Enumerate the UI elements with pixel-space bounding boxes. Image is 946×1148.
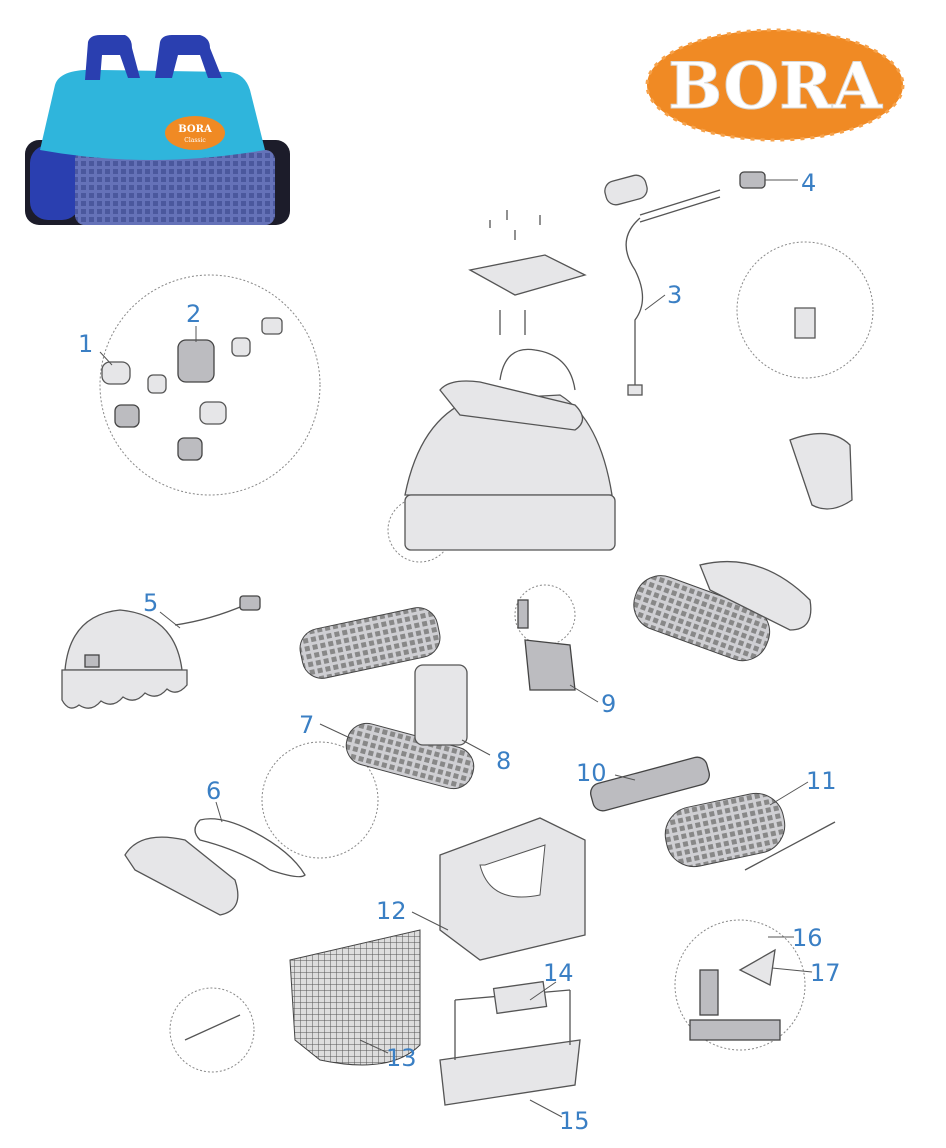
robot-body xyxy=(404,307,853,551)
badge-brand: BORA xyxy=(178,124,212,135)
callout-labels: 1 2 3 4 5 6 7 8 9 10 11 12 13 14 15 16 1… xyxy=(78,169,841,1135)
callout-3: 3 xyxy=(667,281,682,309)
callout-13: 13 xyxy=(386,1044,417,1072)
fasteners xyxy=(184,948,781,1041)
callout-14: 14 xyxy=(543,959,574,987)
detail-circle-fasteners xyxy=(674,919,806,1051)
callout-11: 11 xyxy=(806,767,837,795)
callout-8: 8 xyxy=(496,747,511,775)
callout-4: 4 xyxy=(801,169,816,197)
callout-1: 1 xyxy=(78,330,93,358)
callout-2: 2 xyxy=(186,300,201,328)
product-photo: BORA Classic xyxy=(25,35,290,225)
detail-circle-pins xyxy=(169,987,255,1073)
power-supply xyxy=(61,595,261,709)
callout-6: 6 xyxy=(206,777,221,805)
callout-10: 10 xyxy=(576,759,607,787)
wheel-parts xyxy=(101,317,283,461)
brand-logo: BORA xyxy=(645,28,905,142)
top-plate xyxy=(468,210,587,335)
callout-9: 9 xyxy=(601,690,616,718)
detail-circle-wheels xyxy=(99,274,321,496)
detail-circle-gears xyxy=(261,741,379,859)
filter-parts xyxy=(289,817,586,1106)
callout-16: 16 xyxy=(792,924,823,952)
detail-circle-impeller xyxy=(514,584,576,646)
callout-15: 15 xyxy=(559,1107,590,1135)
brushes-tracks xyxy=(299,560,836,871)
handle-hose xyxy=(604,171,766,396)
detail-circle-clip xyxy=(736,241,874,379)
callout-17: 17 xyxy=(810,959,841,987)
callout-12: 12 xyxy=(376,897,407,925)
callout-5: 5 xyxy=(143,589,158,617)
side-plate-belt xyxy=(124,818,306,916)
logo-text: BORA xyxy=(668,49,883,124)
leader-lines xyxy=(99,179,813,1118)
motor-pump xyxy=(414,599,576,746)
callout-7: 7 xyxy=(299,711,314,739)
badge-model: Classic xyxy=(184,137,206,144)
